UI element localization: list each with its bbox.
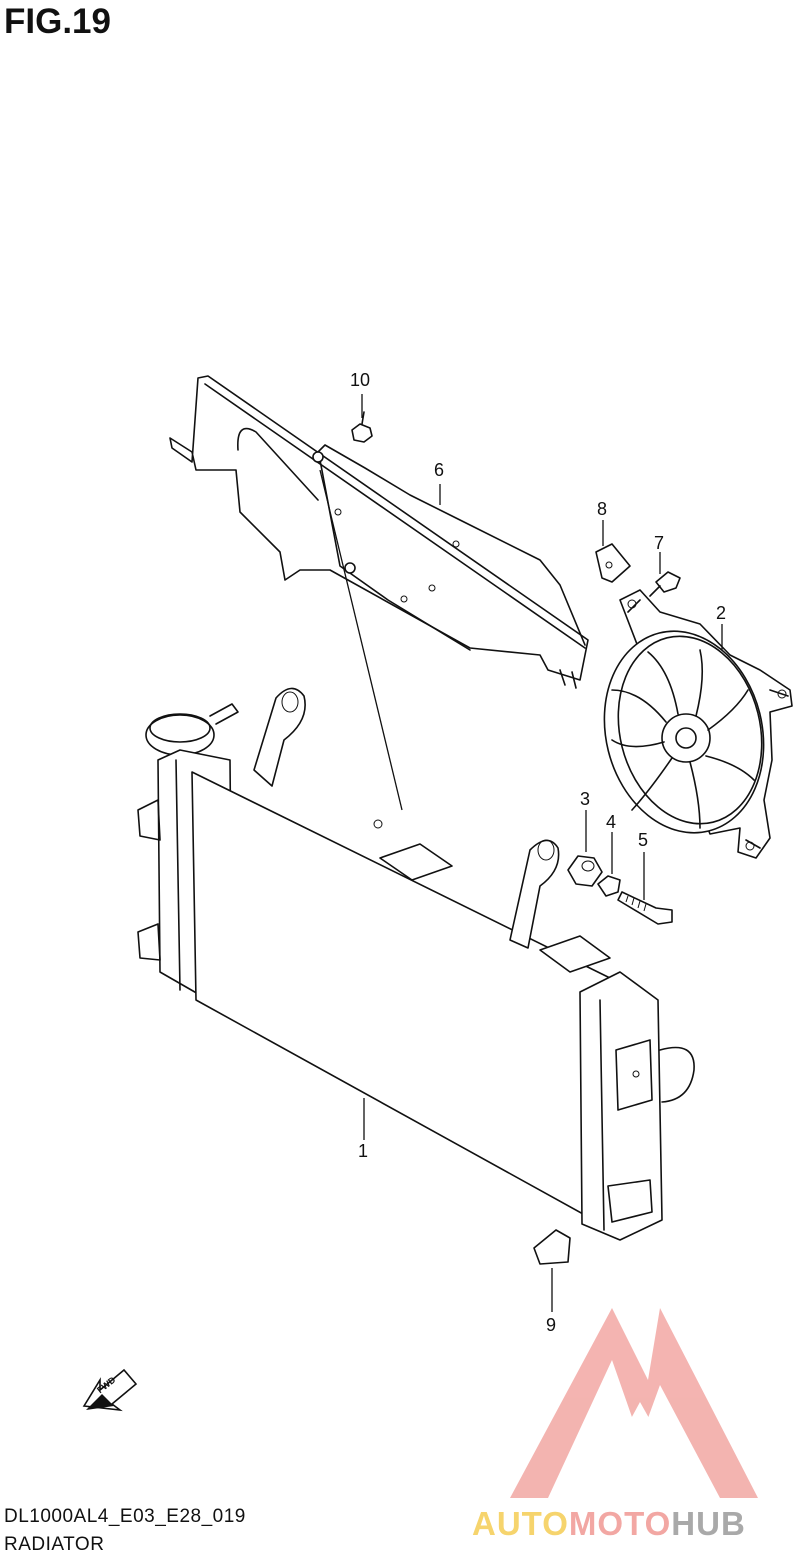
callout-8: 8: [597, 499, 608, 519]
callout-9: 9: [546, 1315, 557, 1335]
model-code: DL1000AL4_E03_E28_019: [4, 1506, 246, 1527]
cushion-part: [533, 1229, 571, 1265]
callout-4: 4: [606, 812, 617, 832]
small-bolt-part: [649, 571, 681, 597]
callout-3: 3: [580, 789, 591, 809]
collar-part: [597, 875, 621, 897]
watermark-text: AUTOMOTOHUB: [472, 1505, 746, 1543]
watermark-hub: HUB: [671, 1505, 746, 1542]
clip-bolt-part: [351, 411, 373, 443]
watermark-moto: MOTO: [568, 1505, 672, 1542]
cooling-fan-part: [603, 589, 793, 859]
shroud-part: [169, 375, 589, 689]
nut-clip-part: [595, 543, 631, 583]
callout-2: 2: [716, 603, 727, 623]
figure-name: RADIATOR: [4, 1534, 105, 1555]
forward-direction-arrow-icon: [82, 1368, 138, 1412]
mounting-bolt-part: [617, 891, 673, 925]
callout-6: 6: [434, 460, 445, 480]
callout-1: 1: [358, 1141, 369, 1161]
watermark-logo-icon: [510, 1308, 758, 1498]
watermark-auto: AUTO: [472, 1505, 569, 1542]
callout-5: 5: [638, 830, 649, 850]
radiator-part: [137, 687, 695, 1241]
grommet-part: [567, 855, 603, 887]
callout-7: 7: [654, 533, 665, 553]
callout-10: 10: [350, 370, 371, 390]
figure-title: FIG.19: [4, 2, 111, 41]
leader-lines: [319, 394, 723, 1312]
